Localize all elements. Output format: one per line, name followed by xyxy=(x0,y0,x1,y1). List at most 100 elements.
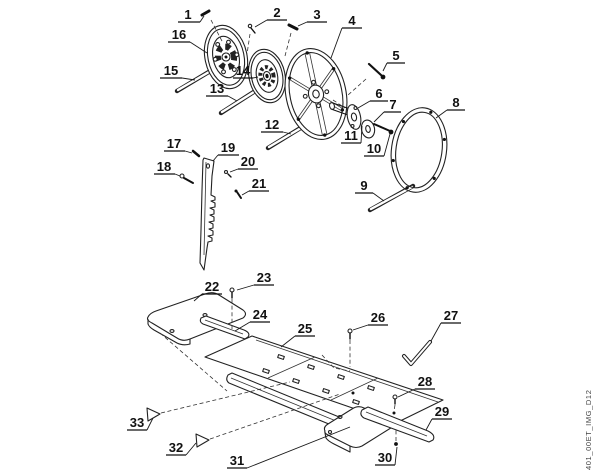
callout-25: 25 xyxy=(280,321,315,348)
callout-4: 4 xyxy=(330,13,362,59)
callout-4-label: 4 xyxy=(348,13,356,28)
callout-19: 19 xyxy=(212,140,239,162)
axis-dash-1 xyxy=(210,19,224,44)
callout-5-label: 5 xyxy=(392,48,399,63)
deck-plate-assembly xyxy=(146,287,444,453)
axis-dash-2 xyxy=(246,33,251,55)
callout-22: 22 xyxy=(193,279,222,302)
arrow-marker-32 xyxy=(195,433,210,448)
arrow-marker-33 xyxy=(146,407,161,422)
axis-dash-hub xyxy=(332,99,346,109)
callout-13-label: 13 xyxy=(210,81,224,96)
callout-10-label: 10 xyxy=(367,141,381,156)
screw-17 xyxy=(191,149,201,158)
callout-11: 11 xyxy=(341,125,363,144)
callout-26-label: 26 xyxy=(371,310,385,325)
callout-11-label: 11 xyxy=(344,128,358,143)
callout-2-label: 2 xyxy=(273,5,280,20)
callout-16: 16 xyxy=(168,27,208,54)
screw-10 xyxy=(373,123,394,135)
pulley-wheel-16 xyxy=(203,24,249,90)
callout-23: 23 xyxy=(236,270,274,291)
callout-15: 15 xyxy=(160,63,196,81)
callout-6-label: 6 xyxy=(375,86,382,101)
screw-30 xyxy=(394,442,398,446)
axis-dash-28 xyxy=(393,404,396,412)
callout-18: 18 xyxy=(154,159,181,177)
callout-26: 26 xyxy=(352,310,388,331)
callout-28-label: 28 xyxy=(418,374,432,389)
screw-26 xyxy=(347,328,353,340)
callout-13: 13 xyxy=(206,81,238,102)
callout-6: 6 xyxy=(357,86,388,109)
callout-18-label: 18 xyxy=(157,159,171,174)
drawing-number: 401_00ET_IMG_D12 xyxy=(584,390,593,470)
callout-10: 10 xyxy=(364,133,391,157)
hidden-edge-26 xyxy=(321,354,351,372)
cover-ring-8 xyxy=(390,107,448,193)
callout-5: 5 xyxy=(382,48,405,72)
callout-30-label: 30 xyxy=(378,450,392,465)
screw-3 xyxy=(287,23,299,31)
axis-dash-5 xyxy=(347,78,367,96)
plate-22 xyxy=(146,292,247,346)
callout-12-label: 12 xyxy=(265,117,279,132)
strip-29 xyxy=(360,406,435,443)
screw-28 xyxy=(392,394,398,405)
callout-8-label: 8 xyxy=(452,95,459,110)
callout-7: 7 xyxy=(373,97,401,123)
axis-dash-3 xyxy=(284,32,292,57)
callout-27: 27 xyxy=(430,308,461,342)
callout-24-label: 24 xyxy=(253,307,268,322)
callout-9-label: 9 xyxy=(360,178,367,193)
screw-23 xyxy=(229,287,235,299)
callout-31-label: 31 xyxy=(230,453,244,468)
spoked-wheel-4 xyxy=(284,48,348,140)
callout-33-label: 33 xyxy=(130,415,144,430)
callout-30: 30 xyxy=(375,446,398,466)
callout-33: 33 xyxy=(127,415,154,431)
callout-21-label: 21 xyxy=(252,176,266,191)
callout-20: 20 xyxy=(229,154,258,173)
callout-27-label: 27 xyxy=(444,308,458,323)
callout-15-label: 15 xyxy=(164,63,178,78)
screw-1 xyxy=(200,9,211,17)
deck-slots xyxy=(262,354,375,405)
callout-32-label: 32 xyxy=(169,440,183,455)
serrated-blade xyxy=(199,157,216,271)
callout-22-label: 22 xyxy=(205,279,219,294)
callout-23-label: 23 xyxy=(257,270,271,285)
callout-9: 9 xyxy=(355,178,385,202)
screw-21 xyxy=(234,189,242,199)
callout-24: 24 xyxy=(234,307,270,332)
align-dash-22 xyxy=(159,332,228,392)
callout-2: 2 xyxy=(254,5,287,28)
screw-18 xyxy=(179,173,194,184)
callouts: 1 2 3 4 5 6 7 8 9 10 11 12 13 14 15 16 1… xyxy=(127,5,465,469)
hex-key-27 xyxy=(402,340,432,366)
callout-1: 1 xyxy=(178,7,205,23)
serrated-blade-assembly xyxy=(179,149,242,271)
callout-7-label: 7 xyxy=(389,97,396,112)
callout-25-label: 25 xyxy=(298,321,312,336)
pin-2 xyxy=(247,23,256,34)
callout-19-label: 19 xyxy=(221,140,235,155)
callout-3-label: 3 xyxy=(313,7,320,22)
bolt-5 xyxy=(367,62,386,80)
callout-20-label: 20 xyxy=(241,154,255,169)
bearing-wheel-14 xyxy=(247,48,287,104)
callout-16-label: 16 xyxy=(172,27,186,42)
callout-14: 14 xyxy=(233,63,259,79)
deck-band-25 xyxy=(204,335,444,424)
callout-29-label: 29 xyxy=(435,404,449,419)
callout-28: 28 xyxy=(397,374,435,398)
pulley-assembly xyxy=(174,9,448,213)
axis-dash-33 xyxy=(160,381,291,414)
callout-29: 29 xyxy=(425,404,452,431)
callout-21: 21 xyxy=(241,176,269,196)
callout-8: 8 xyxy=(435,95,465,119)
screw-20 xyxy=(223,169,232,178)
callout-17-label: 17 xyxy=(167,136,181,151)
